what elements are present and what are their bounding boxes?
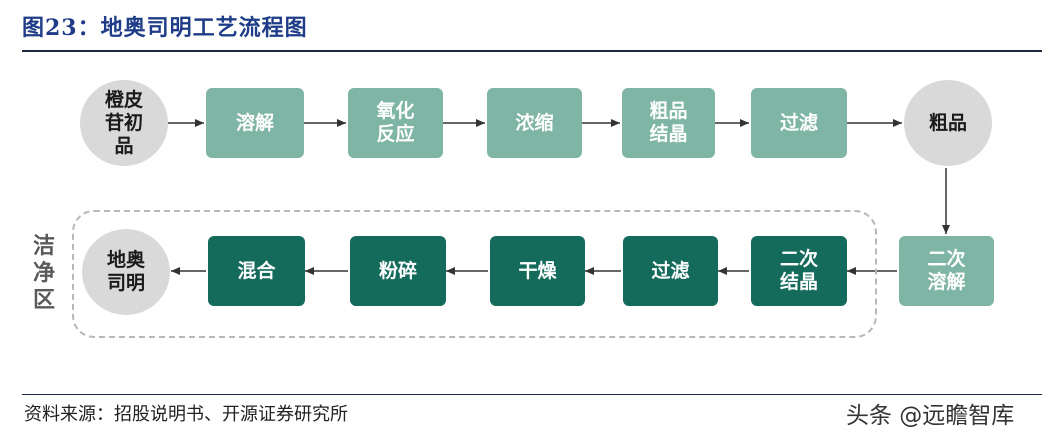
node-dry: 干燥 [490,236,585,306]
node-oxidation: 氧化 反应 [348,88,443,158]
figure-title: 图23：地奥司明工艺流程图 [22,15,308,41]
node-crush: 粉碎 [350,236,446,306]
top-rule [22,50,1042,52]
node-redissolve: 二次 溶解 [899,236,994,306]
node-hesperidin-crude: 橙皮 苷初 品 [80,80,168,166]
bottom-rule [22,394,1042,395]
node-dissolve: 溶解 [206,88,304,158]
node-crude-crystal: 粗品 结晶 [622,88,715,158]
clean-zone-label: 洁 净 区 [32,234,55,313]
node-recrystallize: 二次 结晶 [751,236,847,306]
node-filter-2: 过滤 [623,236,718,306]
node-concentrate: 浓缩 [487,88,582,158]
source-note: 资料来源：招股说明书、开源证券研究所 [24,404,348,425]
node-mix: 混合 [208,236,305,306]
node-filter-1: 过滤 [751,88,847,158]
watermark: 头条 @远瞻智库 [846,403,1015,429]
node-crude-product: 粗品 [904,80,992,166]
node-diosmin: 地奥 司明 [82,229,170,315]
clean-zone-boundary [72,210,877,338]
